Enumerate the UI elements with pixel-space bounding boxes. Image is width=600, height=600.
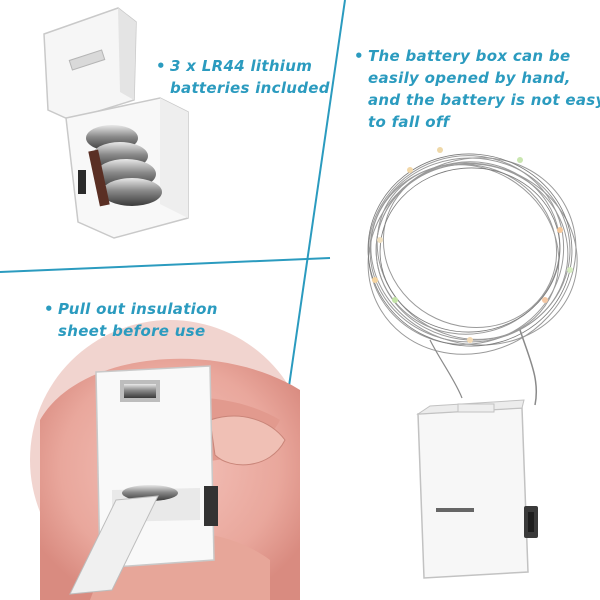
led-wire-coil-image [367, 147, 578, 406]
lr44-batteries [86, 125, 162, 206]
caption-bullet: • [156, 57, 166, 75]
insulation-sheet-image [30, 320, 300, 600]
caption-insulation-sheet: • Pull out insulation sheet before use [44, 298, 218, 342]
caption-line: sheet before use [58, 322, 206, 340]
caption-line: batteries included [170, 79, 330, 97]
caption-bullet: • [354, 47, 364, 65]
caption-bullet: • [44, 300, 54, 318]
closed-battery-box-image [416, 399, 538, 579]
caption-batteries-included: • 3 x LR44 lithium batteries included [156, 55, 330, 99]
caption-line: easily opened by hand, [368, 69, 571, 87]
divider-horizontal [0, 257, 331, 273]
caption-line: to fall off [368, 113, 450, 131]
caption-line: and the battery is not easy [368, 91, 600, 109]
caption-line: 3 x LR44 lithium [170, 57, 313, 75]
caption-line: Pull out insulation [58, 300, 218, 318]
open-battery-box-image [43, 7, 189, 239]
caption-battery-box: • The battery box can be easily opened b… [354, 45, 600, 133]
led-dots [372, 147, 573, 343]
caption-line: The battery box can be [368, 47, 571, 65]
